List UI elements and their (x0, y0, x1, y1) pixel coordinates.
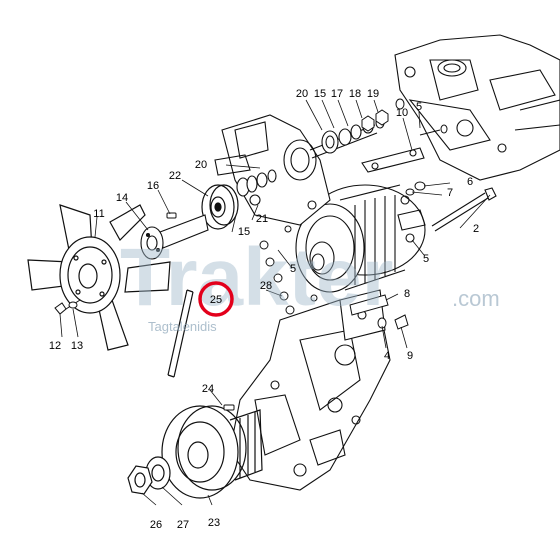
callout-27[interactable]: 27 (177, 519, 189, 531)
callout-6[interactable]: 6 (467, 176, 473, 188)
cooling-fan (27, 204, 171, 351)
callout-7[interactable]: 7 (447, 187, 453, 199)
callout-28[interactable]: 28 (260, 280, 272, 292)
watermark-domain: .com (452, 286, 500, 311)
watermark-brand: Trakter (120, 232, 394, 323)
callout-5[interactable]: 5 (423, 253, 429, 265)
callout-19[interactable]: 19 (367, 88, 379, 100)
v-belt (167, 289, 194, 378)
engine-block (394, 34, 560, 181)
callout-25[interactable]: 25 (210, 294, 222, 306)
callout-17[interactable]: 17 (331, 88, 343, 100)
alternator (295, 184, 426, 293)
watermark: Trakter .com Tagtalenidis (120, 232, 500, 334)
pulley-nut (127, 465, 153, 495)
highlight-ring (198, 281, 234, 317)
callout-24[interactable]: 24 (202, 383, 214, 395)
callout-22[interactable]: 22 (169, 170, 181, 182)
top-nuts (361, 98, 448, 136)
hardware-right (349, 181, 426, 330)
callout-14[interactable]: 14 (116, 192, 128, 204)
callout-23[interactable]: 23 (208, 517, 220, 529)
fan-hub (140, 214, 209, 260)
callout-4[interactable]: 4 (384, 350, 390, 362)
highlighted-part-25[interactable]: 25 (198, 281, 234, 317)
leader-lines (59, 99, 491, 506)
crankshaft-pulley (161, 405, 263, 499)
callout-9[interactable]: 9 (407, 350, 413, 362)
callout-13[interactable]: 13 (71, 340, 83, 352)
callout-20[interactable]: 20 (296, 88, 308, 100)
callout-2[interactable]: 2 (473, 223, 479, 235)
callout-10[interactable]: 10 (396, 107, 408, 119)
callout-11[interactable]: 11 (93, 208, 104, 220)
callout-21[interactable]: 21 (256, 213, 268, 225)
adjusting-strap (361, 147, 425, 173)
callout-12[interactable]: 12 (49, 340, 61, 352)
callout-26[interactable]: 26 (150, 519, 162, 531)
pivot-bolt (431, 187, 497, 232)
callout-15[interactable]: 15 (238, 226, 250, 238)
callout-labels: 20 15 17 18 19 10 5 20 22 16 14 11 21 15… (49, 88, 479, 531)
callout-5[interactable]: 5 (290, 263, 296, 275)
pump-pulley (201, 184, 239, 230)
lock-washer (68, 301, 78, 309)
watermark-tagline: Tagtalenidis (148, 319, 217, 334)
key (166, 212, 177, 219)
callout-8[interactable]: 8 (404, 288, 410, 300)
callout-15[interactable]: 15 (314, 88, 326, 100)
crank-key (223, 404, 235, 411)
callout-5[interactable]: 5 (416, 101, 422, 113)
callout-18[interactable]: 18 (349, 88, 361, 100)
alternator-fasteners (259, 225, 318, 315)
pump-spacers (236, 169, 277, 197)
callout-16[interactable]: 16 (147, 180, 159, 192)
callout-20[interactable]: 20 (195, 159, 207, 171)
